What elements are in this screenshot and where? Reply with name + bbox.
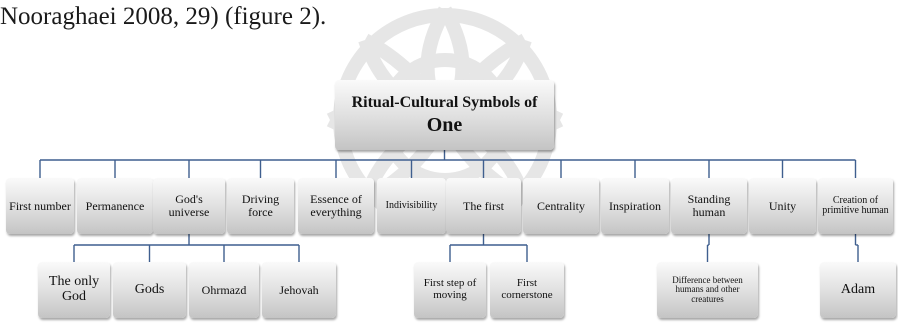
level2-node: Difference between humans and other crea… [657, 262, 758, 318]
level1-node: Indivisibility [377, 178, 446, 234]
level1-node: Creation of primitive human [818, 178, 893, 234]
level1-node: God's universe [153, 178, 225, 234]
root-node: Ritual-Cultural Symbols of One [335, 80, 554, 150]
level1-node: Driving force [227, 178, 294, 234]
level1-node: Essence of everything [298, 178, 374, 234]
root-title-line1: Ritual-Cultural Symbols of [351, 94, 538, 111]
level2-node: First step of moving [414, 262, 486, 318]
level1-node: Unity [749, 178, 816, 234]
level2-node: Ohrmazd [189, 262, 259, 318]
caption-text: Nooraghaei 2008, 29) (figure 2). [0, 3, 327, 30]
level1-node: First number [6, 178, 74, 234]
level2-node: Gods [113, 262, 186, 318]
level1-node: The first [446, 178, 521, 234]
level2-node: Jehovah [262, 262, 336, 318]
level1-node: Centrality [523, 178, 599, 234]
level1-node: Standing human [671, 178, 747, 234]
level1-node: Inspiration [601, 178, 669, 234]
level2-node: First cornerstone [490, 262, 564, 318]
root-title-line2: One [426, 114, 463, 136]
level2-node: Adam [820, 262, 896, 318]
level1-node: Permanence [77, 178, 153, 234]
level2-node: The only God [38, 262, 110, 318]
